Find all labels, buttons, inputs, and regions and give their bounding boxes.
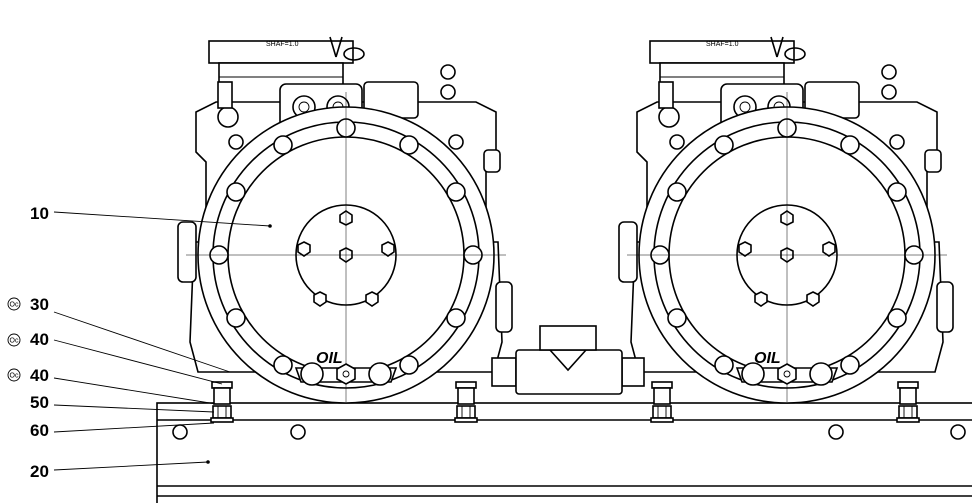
- svg-text:Oc: Oc: [10, 338, 19, 345]
- oc-marker-40b: Oc: [7, 368, 21, 382]
- oc-marker-40a: Oc: [7, 333, 21, 347]
- callout-40: 40: [30, 366, 49, 385]
- callout-10: 10: [30, 204, 49, 223]
- leader-lines: [53, 211, 272, 471]
- base-rail: [156, 402, 972, 503]
- terminal-plate-text: SHAF=1.0: [266, 41, 299, 48]
- oil-equalizing-tee: [491, 325, 645, 395]
- oil-label-left: OIL: [316, 350, 343, 367]
- callout-30: 30: [30, 295, 49, 314]
- foot-bolt: [896, 381, 920, 423]
- foot-bolt: [454, 381, 478, 423]
- svg-text:Oc: Oc: [10, 302, 19, 309]
- oc-marker-30: Oc: [7, 297, 21, 311]
- compressor-right: [618, 36, 954, 404]
- foot-bolt: [650, 381, 674, 423]
- callout-40: 40: [30, 330, 49, 349]
- terminal-plate-text: SHAF=1.0: [706, 41, 739, 48]
- svg-text:Oc: Oc: [10, 373, 19, 380]
- foot-bolt: [210, 381, 234, 423]
- callout-60: 60: [30, 421, 49, 440]
- callout-20: 20: [30, 462, 49, 481]
- callout-50: 50: [30, 393, 49, 412]
- compressor-left: [177, 36, 513, 404]
- oil-label-right: OIL: [754, 350, 781, 367]
